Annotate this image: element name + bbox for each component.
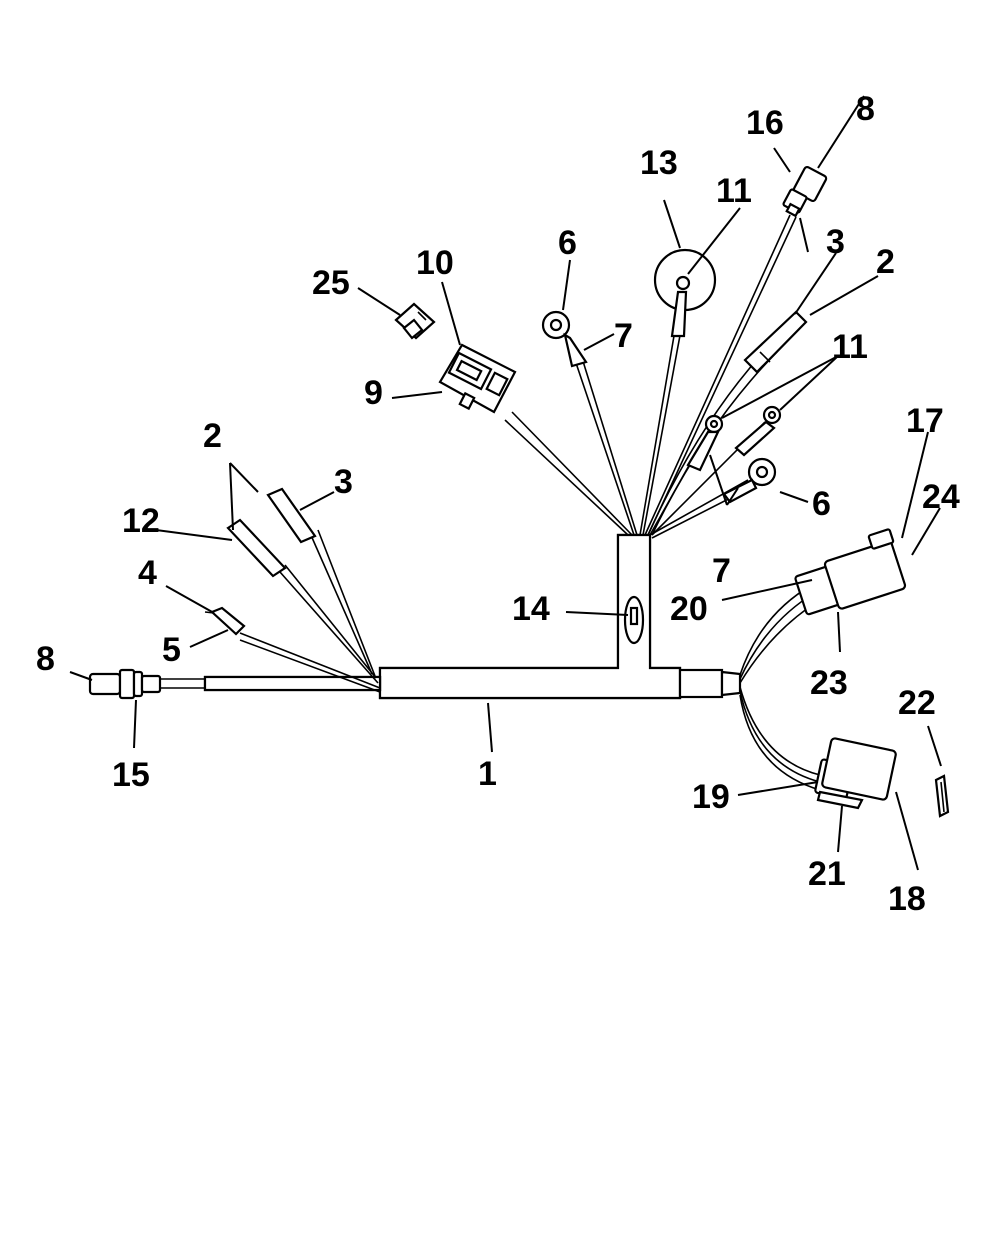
left-fan-wires [204, 487, 381, 693]
callout-24: 24 [922, 478, 960, 516]
callout-6-top: 6 [558, 224, 577, 262]
callout-21: 21 [808, 855, 846, 893]
callout-2-left: 2 [203, 417, 222, 455]
ground-disc-13 [653, 248, 717, 338]
callout-19: 19 [692, 778, 730, 816]
upper-right-sleeve [743, 310, 808, 374]
callout-labels: 1 2 2 3 3 4 5 6 6 7 7 8 8 9 10 11 11 12 … [36, 90, 960, 918]
callout-15: 15 [112, 756, 150, 794]
callout-8-top: 8 [856, 90, 875, 128]
callout-17: 17 [906, 402, 944, 440]
callout-10: 10 [416, 244, 454, 282]
left-bullet-connector [88, 668, 205, 700]
callout-18: 18 [888, 880, 926, 918]
callout-22: 22 [898, 684, 936, 722]
leader-lines [69, 95, 942, 871]
callout-7-bottom: 7 [712, 552, 731, 590]
callout-6-right: 6 [812, 485, 831, 523]
upper-multi-connector [794, 528, 907, 616]
ring-terminal-lower [722, 457, 777, 504]
callout-2-right: 2 [876, 243, 895, 281]
ring-terminal-upper [541, 310, 588, 368]
callout-20: 20 [670, 590, 708, 628]
callout-23: 23 [810, 664, 848, 702]
callout-16: 16 [746, 104, 784, 142]
callout-5: 5 [162, 631, 181, 669]
right-connector-wires [739, 584, 821, 791]
callout-14: 14 [512, 590, 550, 628]
callout-4: 4 [138, 554, 157, 592]
callout-9: 9 [364, 374, 383, 412]
top-bullet-connector [782, 165, 828, 218]
cap-connector-25 [394, 302, 436, 340]
small-ring-terminals [686, 405, 782, 472]
callout-7-top: 7 [614, 317, 633, 355]
terminal-strip-22 [934, 774, 950, 818]
callout-8-left: 8 [36, 640, 55, 678]
callout-13: 13 [640, 144, 678, 182]
lower-multi-connector [814, 737, 897, 810]
callout-12: 12 [122, 502, 160, 540]
callout-25: 25 [312, 264, 350, 302]
callout-1: 1 [478, 755, 497, 793]
callout-3-left: 3 [334, 463, 353, 501]
main-harness-trunk [203, 533, 742, 700]
plug-connector-9-10 [438, 343, 517, 414]
callout-11-right: 11 [832, 328, 868, 366]
callout-3-right: 3 [826, 223, 845, 261]
callout-11-top: 11 [716, 172, 752, 210]
